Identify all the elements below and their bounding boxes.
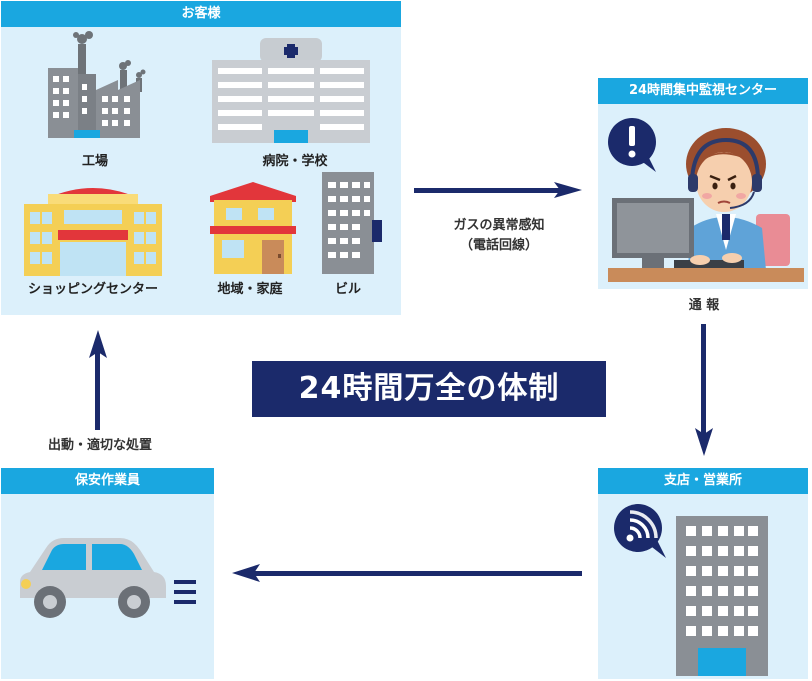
wifi-bubble-icon xyxy=(614,504,666,558)
dispatch-label: 出動・適切な処置 xyxy=(47,438,152,453)
detect-label: ガスの異常感知 （電話回線） xyxy=(414,216,584,256)
dispatch-arrow-up xyxy=(89,330,107,430)
hospital-school-label: 病院・学校 xyxy=(262,154,328,169)
detect-arrow xyxy=(414,182,582,198)
building-label: ビル xyxy=(334,282,361,297)
building-icon xyxy=(322,172,382,274)
shopping-center-icon xyxy=(24,188,162,276)
hospital-icon xyxy=(212,38,370,143)
report-label: 通 報 xyxy=(688,298,720,313)
car-icon xyxy=(20,538,196,618)
house-icon xyxy=(210,182,296,274)
factory-label: 工場 xyxy=(81,154,108,169)
monitoring-center-title: 24時間集中監視センター xyxy=(598,78,808,104)
shopping-center-label: ショッピングセンター xyxy=(27,282,158,297)
dispatch-arrow-left xyxy=(232,564,582,582)
branch-title: 支店・営業所 xyxy=(598,468,808,494)
factory-icon xyxy=(48,31,146,138)
center-banner: 24時間万全の体制 xyxy=(252,361,606,417)
report-arrow xyxy=(695,324,713,456)
operator-icon xyxy=(608,118,804,282)
detect-label-line2: （電話回線） xyxy=(459,238,538,253)
home-label: 地域・家庭 xyxy=(217,282,283,297)
staff-title: 保安作業員 xyxy=(1,468,214,494)
customers-title: お客様 xyxy=(1,1,401,27)
detect-label-line1: ガスの異常感知 xyxy=(453,218,545,233)
office-building-icon xyxy=(676,516,768,676)
